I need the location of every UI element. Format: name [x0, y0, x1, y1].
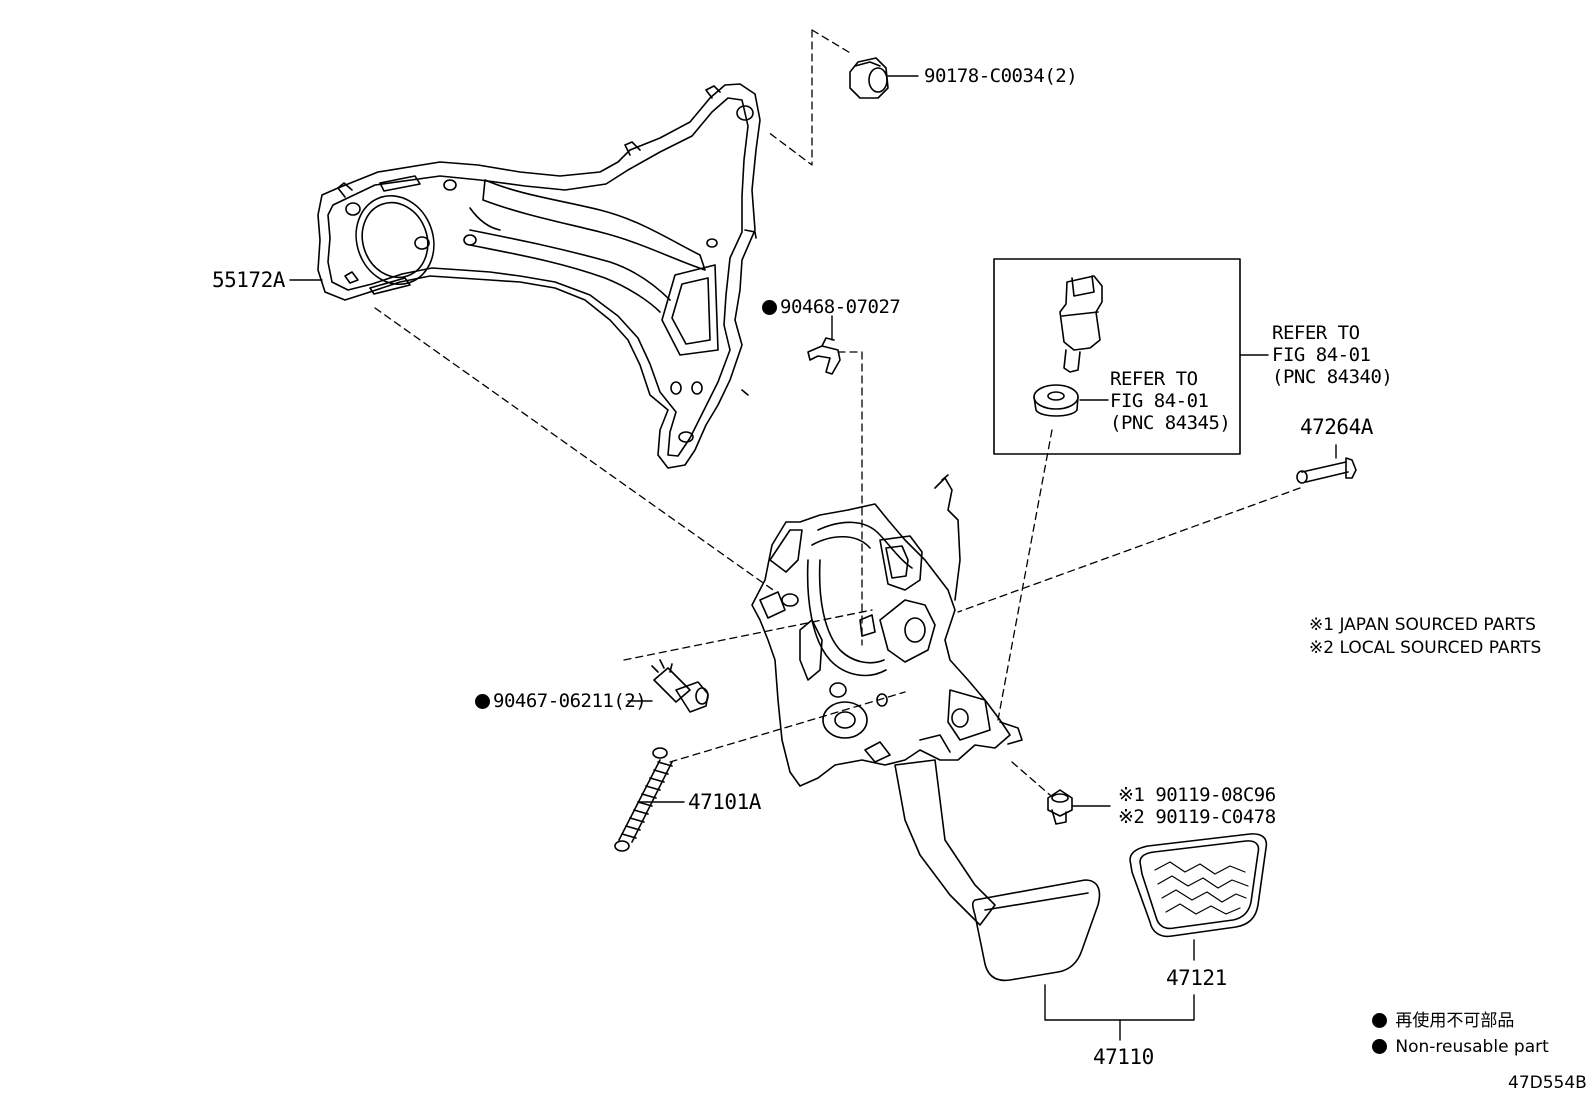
- callout-55172a[interactable]: 55172A: [212, 268, 285, 292]
- callout-90468-text: 90468-07027: [780, 296, 901, 318]
- pin-47264a: [1296, 457, 1357, 484]
- legend-jp-text: 再使用不可部品: [1395, 1011, 1515, 1031]
- note-local-sourced: ※2 LOCAL SOURCED PARTS: [1309, 638, 1542, 658]
- refer-nut-line1: REFER TO: [1110, 368, 1198, 390]
- callout-47101a[interactable]: 47101A: [688, 790, 761, 814]
- non-reusable-dot-icon: [1372, 1039, 1387, 1054]
- clip-90468: [807, 337, 841, 375]
- assembly-lines: [374, 29, 1301, 796]
- refer-switch-line2: FIG 84-01: [1272, 344, 1371, 366]
- refer-nut-line2: FIG 84-01: [1110, 390, 1209, 412]
- pedal-arm-47110: [894, 759, 1101, 982]
- diagram-id: 47D554B: [1508, 1073, 1587, 1093]
- callout-47110[interactable]: 47110: [1093, 1045, 1154, 1069]
- refer-box: [993, 258, 1241, 455]
- non-reusable-dot-icon: [1372, 1013, 1387, 1028]
- spring-47101a: [614, 747, 673, 852]
- callout-90468[interactable]: 90468-07027: [762, 296, 901, 318]
- callout-90119-c0478[interactable]: ※2 90119-C0478: [1118, 806, 1276, 828]
- bolt-90119: [1047, 789, 1073, 825]
- callout-90119-2-text: 90119-C0478: [1155, 806, 1276, 828]
- bolt-90467: [651, 659, 709, 713]
- legend-jp: 再使用不可部品: [1372, 1010, 1514, 1032]
- callout-47121[interactable]: 47121: [1166, 966, 1227, 990]
- refer-nut-line3: (PNC 84345): [1110, 412, 1231, 434]
- refer-switch[interactable]: REFER TO FIG 84-01 (PNC 84340): [1272, 322, 1393, 388]
- leader-lines: [289, 75, 1337, 1041]
- adjusting-nut: [1033, 384, 1079, 417]
- callout-47264a[interactable]: 47264A: [1300, 415, 1373, 439]
- refer-nut[interactable]: REFER TO FIG 84-01 (PNC 84345): [1110, 368, 1231, 434]
- refer-switch-line3: (PNC 84340): [1272, 366, 1393, 388]
- callout-90119-1-text: 90119-08C96: [1155, 784, 1276, 806]
- callout-90119-08c96[interactable]: ※1 90119-08C96: [1118, 784, 1276, 806]
- nut-90178: [849, 57, 889, 99]
- bracket-55172a: [317, 83, 761, 469]
- non-reusable-dot-icon: [762, 300, 777, 315]
- mark-ref1: ※1: [1118, 784, 1145, 806]
- note-japan-sourced: ※1 JAPAN SOURCED PARTS: [1309, 615, 1536, 635]
- legend-en: Non-reusable part: [1372, 1036, 1549, 1058]
- callout-90467[interactable]: 90467-06211(2): [475, 690, 647, 712]
- mark-ref2: ※2: [1118, 806, 1145, 828]
- legend-en-text: Non-reusable part: [1395, 1037, 1549, 1057]
- pedal-pad-47121: [1129, 833, 1268, 938]
- callout-90467-text: 90467-06211(2): [493, 690, 647, 712]
- callout-90178[interactable]: 90178-C0034(2): [924, 65, 1078, 87]
- pedal-support: [751, 474, 1023, 787]
- stop-light-switch: [1059, 275, 1103, 373]
- refer-switch-line1: REFER TO: [1272, 322, 1360, 344]
- non-reusable-dot-icon: [475, 694, 490, 709]
